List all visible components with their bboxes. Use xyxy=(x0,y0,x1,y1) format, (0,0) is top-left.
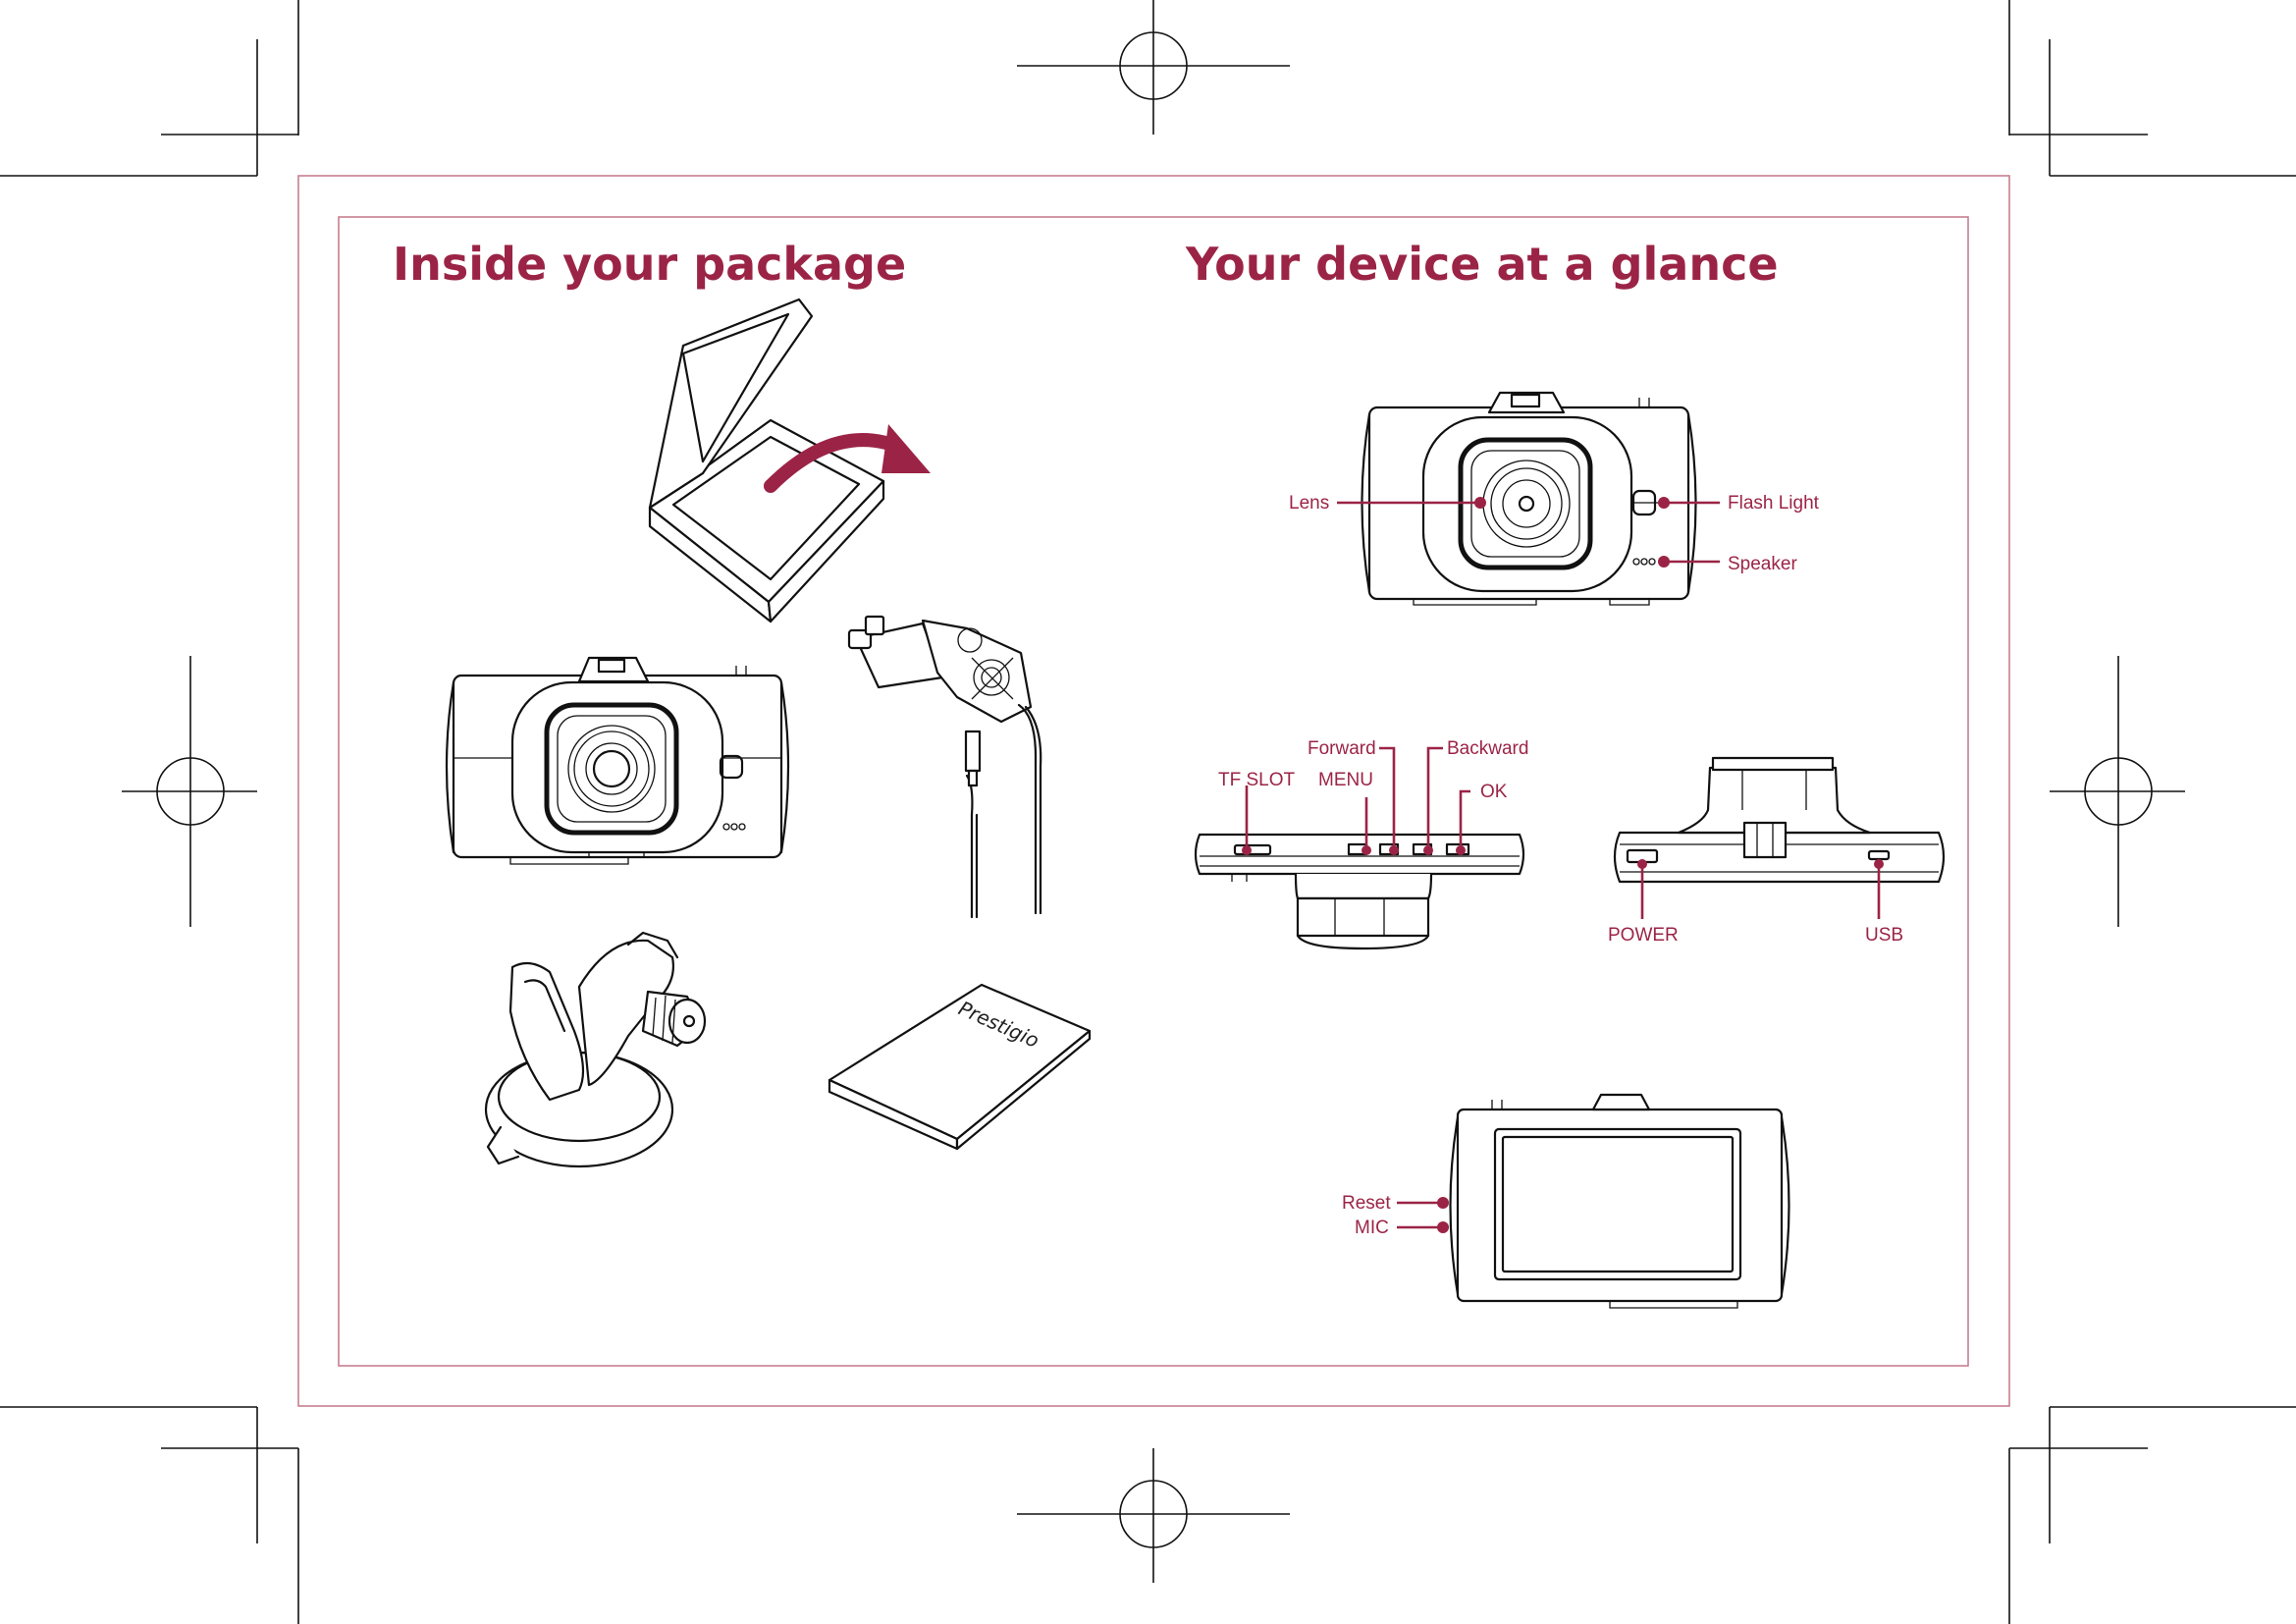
label-power: POWER xyxy=(1608,925,1679,946)
label-speaker: Speaker xyxy=(1728,554,1797,574)
heading-device-glance: Your device at a glance xyxy=(1185,238,1779,291)
user-manual-illustration: Prestigio xyxy=(828,983,1092,1151)
label-forward: Forward xyxy=(1308,738,1376,759)
label-lens: Lens xyxy=(1289,493,1329,514)
dashcam-illustration xyxy=(445,656,790,865)
label-menu: MENU xyxy=(1318,770,1373,790)
car-charger-illustration xyxy=(847,615,1042,919)
outer-frame xyxy=(297,175,2010,1407)
label-mic: MIC xyxy=(1355,1218,1389,1238)
label-tf-slot: TF SLOT xyxy=(1218,770,1296,790)
label-flash-light: Flash Light xyxy=(1728,493,1820,514)
back-view-diagram: Reset MIC xyxy=(1342,1093,1790,1309)
label-backward: Backward xyxy=(1447,738,1528,759)
bottom-view-diagram: POWER USB xyxy=(1608,756,1946,946)
label-usb: USB xyxy=(1865,925,1903,946)
inner-frame xyxy=(338,216,1969,1367)
suction-mount-illustration xyxy=(484,931,707,1168)
gift-box-illustration xyxy=(648,298,931,623)
heading-inside-package: Inside your package xyxy=(393,238,906,291)
label-ok: OK xyxy=(1480,782,1508,802)
label-reset: Reset xyxy=(1342,1193,1391,1214)
top-view-diagram: Forward Backward TF SLOT MENU OK xyxy=(1194,738,1528,950)
registration-marks xyxy=(122,0,2185,1583)
front-view-diagram: Lens Flash Light Speaker xyxy=(1289,391,1820,606)
